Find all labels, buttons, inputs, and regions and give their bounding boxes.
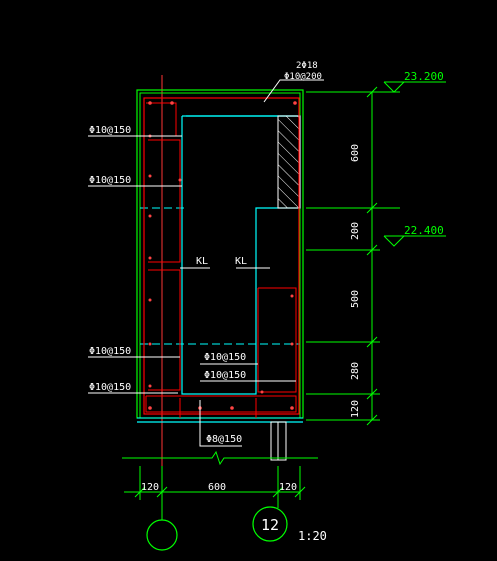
rebar-left-lower	[148, 269, 181, 391]
horizontal-dimension-chain	[124, 466, 306, 500]
grid-bubble-left	[146, 519, 178, 551]
dim-280: 280	[350, 362, 361, 380]
drawing-scale: 1:20	[298, 529, 327, 543]
rebar-dots	[148, 101, 297, 410]
break-line	[122, 450, 318, 466]
label-top-stirrup: Φ10@200	[284, 72, 322, 82]
label-left-3: Φ10@150	[89, 346, 131, 357]
rebar-left-top	[146, 102, 177, 137]
dim-120-right: 120	[279, 482, 297, 493]
dim-120-vertical: 120	[350, 400, 361, 418]
elevation-marker-top	[383, 81, 446, 93]
grid-axis-label: 12	[261, 516, 279, 534]
label-left-2: Φ10@150	[89, 175, 131, 186]
dim-600: 600	[350, 144, 361, 162]
dim-600-horizontal: 600	[208, 482, 226, 493]
dim-200: 200	[350, 222, 361, 240]
rebar-right-lower	[257, 287, 297, 393]
leader-lines	[88, 79, 324, 447]
rebar-outer	[143, 97, 300, 415]
rebar-left-column	[148, 139, 181, 263]
label-left-4: Φ10@150	[89, 382, 131, 393]
rebar-bottom-stirrup	[145, 395, 297, 413]
elevation-middle: 22.400	[404, 224, 444, 237]
label-kl-right: KL	[235, 256, 247, 267]
dim-120-left: 120	[141, 482, 159, 493]
vertical-dimension-chain	[306, 86, 400, 426]
hatched-block	[277, 115, 301, 209]
label-mid-1: Φ10@150	[204, 352, 246, 363]
label-mid-2: Φ10@150	[204, 370, 246, 381]
label-left-1: Φ10@150	[89, 125, 131, 136]
label-kl-left: KL	[196, 256, 208, 267]
label-bottom: Φ8@150	[206, 434, 242, 445]
elevation-marker-middle	[383, 235, 446, 247]
dim-500: 500	[350, 290, 361, 308]
elevation-top: 23.200	[404, 70, 444, 83]
grid-bubble-right	[252, 506, 288, 542]
label-top-bars: 2Φ18	[296, 61, 318, 71]
